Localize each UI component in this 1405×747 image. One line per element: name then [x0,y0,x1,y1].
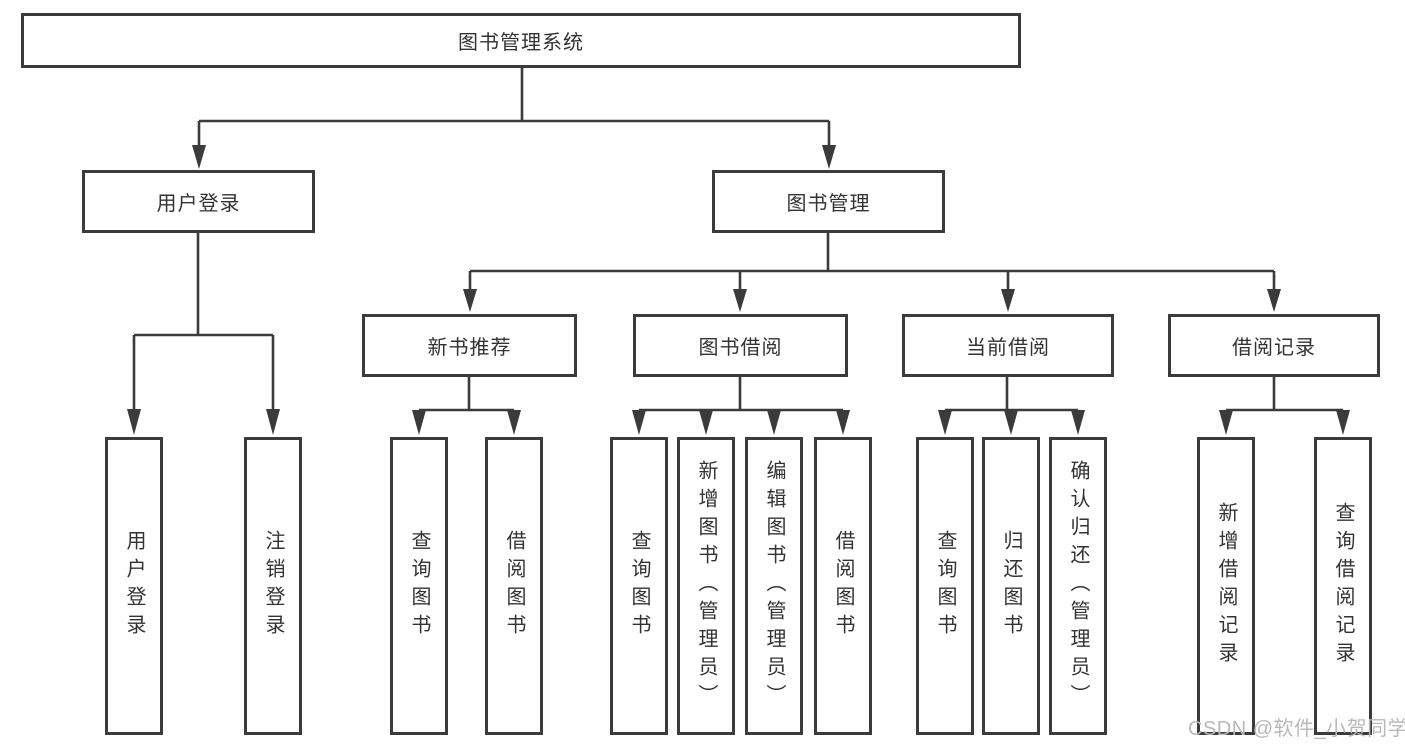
leaf-label: 用户登录 [123,530,145,642]
leaf-add-book-admin: 新增图书（管理员） [677,437,735,735]
node-label: 图书借阅 [698,337,783,359]
arrow-down-icon [266,409,280,435]
node-label: 图书管理 [786,193,871,215]
arrow-down-icon [836,410,850,435]
node-label: 新书推荐 [427,337,512,359]
arrow-down-icon [1001,289,1015,312]
leaf-label: 查询图书 [628,530,650,642]
arrow-down-icon [1219,410,1233,435]
leaf-confirm-return-admin: 确认归还（管理员） [1049,437,1107,735]
leaf-query-books-borrowing: 查询图书 [610,437,668,735]
node-label: 用户登录 [156,193,241,215]
leaf-label: 归还图书 [1000,530,1022,642]
node-borrowing-records: 借阅记录 [1168,314,1380,377]
leaf-label: 查询图书 [934,530,956,642]
connector-new-book-recommend-to-leaves [412,377,521,435]
leaf-label: 查询借阅记录 [1332,502,1354,670]
connector-current-borrowing-to-leaves [938,377,1085,435]
leaf-label: 新增借阅记录 [1215,502,1237,670]
connector-book-management-to-level3 [463,233,1281,312]
leaf-borrow-books-recommend: 借阅图书 [485,437,543,735]
node-current-borrowing: 当前借阅 [902,314,1114,377]
arrow-down-icon [1336,410,1350,435]
node-label: 借阅记录 [1232,337,1316,359]
arrow-down-icon [412,410,426,435]
leaf-label: 借阅图书 [503,530,525,642]
connector-book-borrowing-to-leaves [632,377,850,435]
arrow-down-icon [632,410,646,435]
leaf-label: 新增图书（管理员） [695,460,717,712]
leaf-query-books-current: 查询图书 [916,437,974,735]
arrow-down-icon [507,410,521,435]
node-book-management: 图书管理 [712,170,945,233]
leaf-logout-login: 注销登录 [244,437,302,735]
arrow-down-icon [938,410,952,435]
arrow-down-icon [1071,410,1085,435]
leaf-label: 查询图书 [408,530,430,642]
connector-borrowing-records-to-leaves [1219,377,1350,435]
arrow-down-icon [1004,410,1018,435]
leaf-label: 编辑图书（管理员） [763,460,785,712]
arrow-down-icon [463,289,477,312]
arrow-down-icon [767,410,781,435]
leaf-query-books-recommend: 查询图书 [390,437,448,735]
connector-root-to-level2 [192,68,836,169]
node-book-borrowing: 图书借阅 [633,314,848,377]
leaf-label: 注销登录 [262,530,284,642]
leaf-edit-book-admin: 编辑图书（管理员） [745,437,803,735]
connector-user-login-to-leaves [127,233,280,435]
node-label: 当前借阅 [966,337,1050,359]
node-new-book-recommend: 新书推荐 [362,314,577,377]
leaf-label: 确认归还（管理员） [1067,460,1089,712]
leaf-borrow-books-borrowing: 借阅图书 [814,437,872,735]
arrow-down-icon [127,409,141,435]
node-library-management-system: 图书管理系统 [21,13,1021,68]
leaf-query-borrow-record: 查询借阅记录 [1314,437,1372,735]
arrow-down-icon [192,145,206,169]
leaf-user-login: 用户登录 [105,437,163,735]
csdn-watermark: CSDN @软件_小贺同学 [1188,718,1405,740]
arrow-down-icon [822,145,836,169]
leaf-label: 借阅图书 [832,530,854,642]
leaf-return-book: 归还图书 [982,437,1040,735]
node-label: 图书管理系统 [458,32,584,54]
leaf-add-borrow-record: 新增借阅记录 [1197,437,1255,735]
node-user-login: 用户登录 [82,170,315,233]
arrow-down-icon [733,289,747,312]
arrow-down-icon [699,410,713,435]
arrow-down-icon [1267,289,1281,312]
